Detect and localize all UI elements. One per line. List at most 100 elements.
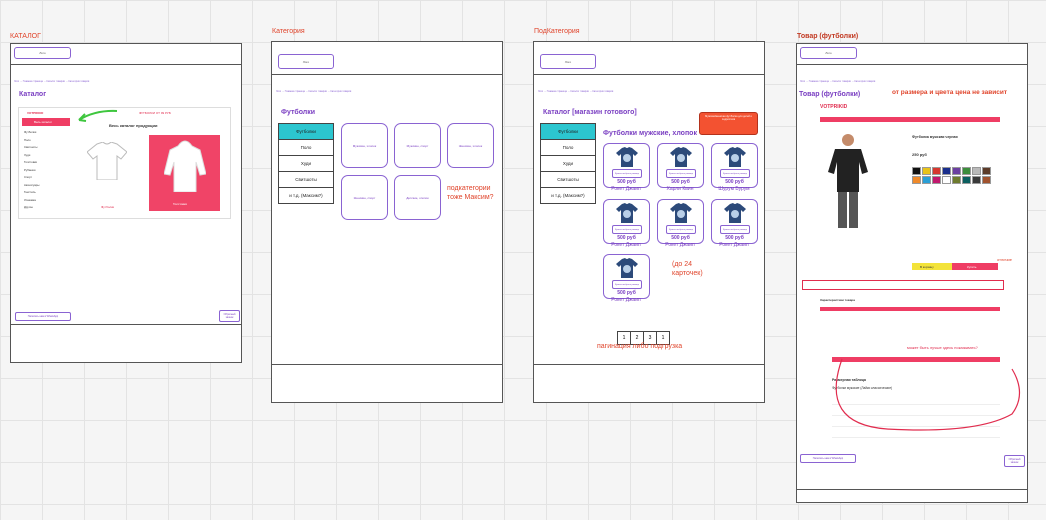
callback-button[interactable]: Обратный звонок [219, 310, 240, 322]
product-name[interactable]: Харли Квин [666, 186, 694, 192]
whatsapp-button[interactable]: Написать нам в WhatsApp [15, 312, 71, 321]
frame-label-subcategory: ПодКатегория [534, 28, 580, 35]
color-swatch[interactable] [962, 167, 971, 175]
all-catalog-button[interactable]: Весь каталог [34, 120, 53, 124]
product-name[interactable]: Рокет Джаип [719, 242, 749, 248]
color-swatch[interactable] [932, 167, 941, 175]
frame-label-catalog: КАТАЛОГ [10, 33, 41, 40]
hoodie-image [164, 140, 206, 192]
catalog-menu-item[interactable]: Упаковка [24, 197, 36, 202]
subcategory-card[interactable]: Мужские, спорт [394, 123, 441, 168]
category-menu-item[interactable]: Худи [279, 156, 333, 172]
page-title: Футболки [281, 109, 316, 116]
subcategory-card[interactable]: Женские, спорт [341, 175, 388, 220]
product-name[interactable]: Рокет Джаип [665, 242, 695, 248]
subcategory-card[interactable]: Женские, хлопок [447, 123, 494, 168]
frame-subcategory: Лого Лого → Главная страница → Каталог т… [533, 41, 765, 403]
product-name[interactable]: Шурум Бурум [718, 186, 750, 192]
category-menu-item[interactable]: Поло [541, 140, 595, 156]
subcategory-card[interactable]: Мужские, хлопок [341, 123, 388, 168]
logo[interactable]: Лого [14, 47, 71, 59]
product-price: 500 руб [725, 179, 744, 185]
color-swatch[interactable] [982, 176, 991, 184]
catalog-menu-item[interactable]: Спорт [24, 175, 32, 179]
catalog-menu-item[interactable]: Рубашки [24, 167, 36, 172]
product-price: 500 руб [617, 290, 636, 296]
logo[interactable]: Лого [800, 47, 857, 59]
catalog-menu-item[interactable]: Толстовки [24, 160, 38, 164]
color-swatch[interactable] [972, 176, 981, 184]
color-swatch[interactable] [942, 176, 951, 184]
breadcrumb[interactable]: Лого → Главная страница → Каталог товаро… [14, 80, 90, 83]
tshirt-icon [670, 203, 692, 223]
hoodie-card[interactable]: Толстовки [149, 135, 220, 211]
breadcrumb[interactable]: Лого → Главная страница → Каталог товаро… [800, 80, 876, 83]
buy-button[interactable]: Купить выбрать размер [666, 225, 696, 234]
buy-button[interactable]: Купить выбрать размер [666, 169, 696, 178]
model-photo [828, 134, 868, 228]
whatsapp-button[interactable]: Написать нам в WhatsApp [800, 454, 856, 463]
logo[interactable]: Лого [540, 54, 596, 69]
subcategory-card[interactable]: Детские, хлопок [394, 175, 441, 220]
callback-button[interactable]: Обратный звонок [1004, 455, 1025, 467]
color-swatch[interactable] [952, 167, 961, 175]
catalog-menu-item[interactable]: Аксессуары [24, 182, 40, 187]
pager-note: пагинация либо подгрузка [597, 343, 683, 350]
category-menu-item[interactable]: и т.д. (Максим?) [289, 193, 323, 198]
category-menu-item[interactable]: Поло [279, 140, 333, 156]
cart-button[interactable] [912, 263, 952, 270]
color-swatch[interactable] [952, 176, 961, 184]
catalog-menu-item[interactable]: Свитшоты [24, 145, 38, 149]
buy-button[interactable]: Купить выбрать размер [612, 169, 642, 178]
page-button[interactable]: 2 [630, 331, 644, 345]
page-button[interactable]: 1 [656, 331, 670, 345]
pink-note: может быть лучше здесь показывать? [907, 345, 978, 350]
tshirt-icon [616, 203, 638, 223]
catalog-menu-item[interactable]: Худи [24, 152, 31, 157]
buy-button[interactable]: Купить выбрать размер [720, 225, 750, 234]
buy-button[interactable]: Купить выбрать размер [612, 225, 642, 234]
tshirt-icon [724, 147, 746, 167]
color-swatch[interactable] [972, 167, 981, 175]
catalog-menu-item[interactable]: Другое [24, 205, 33, 209]
category-menu-item[interactable]: Футболки [541, 124, 595, 140]
buy-button[interactable]: Купить выбрать размер [612, 280, 642, 289]
category-menu-item[interactable]: Свитшоты [541, 172, 595, 188]
product-name[interactable]: Рокет Джаип [611, 242, 641, 248]
tshirt-icon [616, 147, 638, 167]
page-button[interactable]: 3 [643, 331, 657, 345]
color-swatch[interactable] [912, 176, 921, 184]
product-name[interactable]: Рокет Джаип [611, 297, 641, 303]
color-swatch[interactable] [922, 167, 931, 175]
breadcrumb[interactable]: Лого → Главная страница → Каталог товаро… [276, 90, 352, 93]
breadcrumb[interactable]: Лого → Главная страница → Каталог товаро… [538, 90, 614, 93]
category-menu-item[interactable]: Свитшоты [279, 172, 333, 188]
buy-button[interactable]: Купить выбрать размер [720, 169, 750, 178]
category-menu-item[interactable]: и т.д. (Максим?) [551, 193, 585, 198]
frame-catalog: Лого Лого → Главная страница → Каталог т… [10, 43, 242, 363]
color-swatch[interactable] [932, 176, 941, 184]
color-swatch[interactable] [942, 167, 951, 175]
catalog-menu-item[interactable]: Текстиль [24, 190, 36, 194]
catalog-menu-item[interactable]: Футболки [24, 130, 37, 134]
buy-button[interactable]: Купить [967, 265, 977, 269]
category-menu-item[interactable]: Худи [541, 156, 595, 172]
color-swatch[interactable] [922, 176, 931, 184]
product-price: 500 руб [725, 235, 744, 241]
color-swatch[interactable] [912, 167, 921, 175]
color-swatch[interactable] [962, 176, 971, 184]
product-name[interactable]: Рокет Джаип [611, 186, 641, 192]
color-swatch[interactable] [982, 167, 991, 175]
logo[interactable]: Лого [278, 54, 334, 69]
catalog-menu-item[interactable]: Поло [24, 137, 31, 142]
category-menu-item[interactable]: Футболки [279, 124, 333, 140]
